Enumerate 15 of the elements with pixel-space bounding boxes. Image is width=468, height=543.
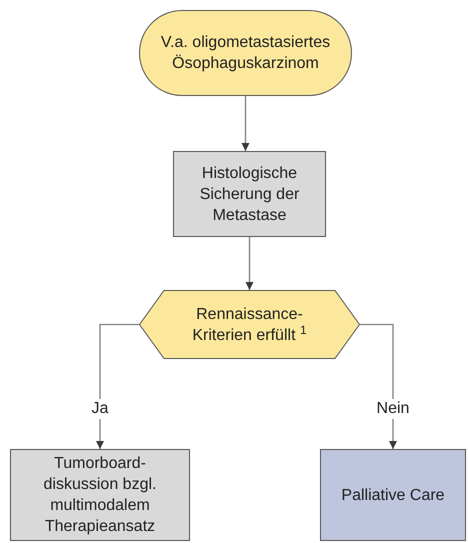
outcome-box xyxy=(320,449,466,541)
decision-hexagon xyxy=(139,290,360,359)
node-text: Palliative Care xyxy=(341,486,445,506)
node-text: Rennaissance- Kriterien erfüllt $^{1}$ xyxy=(191,304,308,346)
arrow xyxy=(96,324,139,449)
node-text: V.a. oligometastasiertes Ösophaguskarzinom xyxy=(160,33,332,74)
edge-label: Nein xyxy=(374,399,412,419)
process-box xyxy=(173,151,326,237)
node-text: Histologische Sicherung der Metastase xyxy=(198,164,300,226)
arrow xyxy=(360,324,397,449)
process-box xyxy=(10,449,190,541)
arrow xyxy=(246,237,254,290)
arrow xyxy=(242,96,250,151)
node-text: Tumorboard- diskussion bzgl. multimodalem Therapieansatz xyxy=(42,454,158,537)
edge-label: Ja xyxy=(90,399,110,419)
